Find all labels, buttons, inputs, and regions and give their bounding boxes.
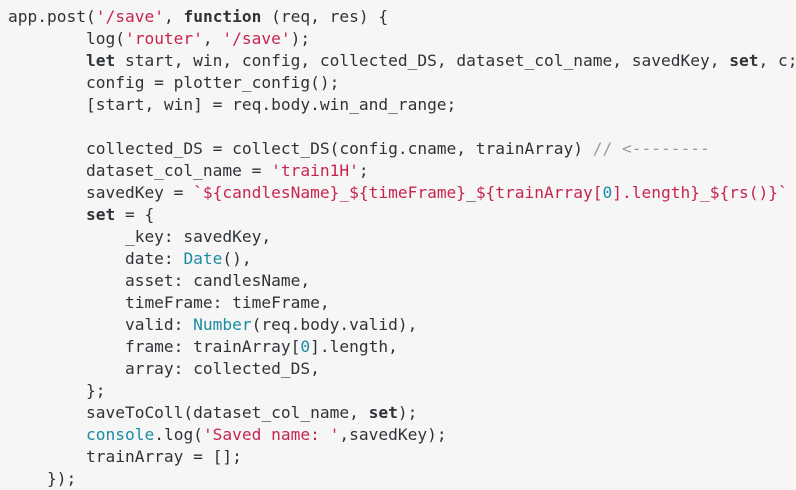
keyword-token: set [85, 205, 116, 224]
builtin-token: Number [193, 315, 252, 334]
code-line: let start, win, config, collected_DS, da… [8, 50, 796, 72]
code-text [8, 425, 86, 444]
code-line: set = { [8, 204, 796, 226]
string-token: 'router' [124, 29, 203, 48]
code-text: start, win, config, collected_DS, datase… [115, 51, 730, 70]
code-line: savedKey = `${candlesName}_${timeFrame}_… [8, 182, 796, 204]
code-text: (req.body.valid), [251, 315, 418, 334]
code-line: log('router', '/save'); [8, 28, 796, 50]
keyword-token: let [85, 51, 116, 70]
code-line: app.post('/save', function (req, res) { [8, 6, 796, 28]
keyword-token: set [729, 51, 759, 70]
code-text: array: collected_DS, [8, 359, 320, 378]
code-text: config = plotter_config(); [8, 73, 340, 92]
string-token: 'Saved name: ' [202, 425, 340, 444]
number-token: 0 [602, 183, 613, 202]
number-token: 0 [300, 337, 311, 356]
code-text: savedKey = [8, 183, 194, 202]
code-text: ); [397, 403, 418, 422]
string-token: ${trainArray[ [475, 183, 603, 202]
code-text: _key: savedKey, [8, 227, 272, 246]
code-block: app.post('/save', function (req, res) { … [8, 7, 796, 488]
code-line: config = plotter_config(); [8, 72, 796, 94]
string-token: '/save' [222, 29, 291, 48]
code-text: ); [290, 29, 311, 48]
code-line: valid: Number(req.body.valid), [8, 314, 796, 336]
code-text: , c; [758, 51, 796, 70]
code-text: dataset_col_name = [8, 161, 272, 180]
code-line: dataset_col_name = 'train1H'; [8, 160, 796, 182]
code-text: (), [222, 249, 252, 268]
keyword-token: set [368, 403, 398, 422]
code-text: , [202, 29, 223, 48]
code-line: frame: trainArray[0].length, [8, 336, 796, 358]
code-text: valid: [8, 315, 194, 334]
code-text [8, 51, 86, 70]
code-line: asset: candlesName, [8, 270, 796, 292]
code-text: frame: trainArray[ [8, 337, 301, 356]
code-line: date: Date(), [8, 248, 796, 270]
code-line [8, 116, 796, 138]
code-text: }; [8, 381, 106, 400]
code-text: ].length, [310, 337, 398, 356]
string-token: `${candlesName}_${timeFrame} [193, 183, 467, 202]
code-text [8, 205, 86, 224]
code-text: log( [8, 29, 125, 48]
code-text: = { [115, 205, 155, 224]
code-line: }); [8, 468, 796, 490]
code-text: timeFrame: timeFrame, [8, 293, 330, 312]
code-line: array: collected_DS, [8, 358, 796, 380]
comment-token: // <-------- [592, 139, 710, 158]
code-text: (req, res) { [261, 7, 389, 26]
builtin-token: console [85, 425, 155, 444]
string-token: ].length}_${rs()}` [612, 183, 788, 202]
code-text: ; [358, 161, 369, 180]
code-line: _key: savedKey, [8, 226, 796, 248]
builtin-token: Date [183, 249, 223, 268]
code-text: }); [8, 469, 77, 488]
code-line: console.log('Saved name: ',savedKey); [8, 424, 796, 446]
code-text: saveToColl(dataset_col_name, [8, 403, 369, 422]
code-text: app.post( [8, 7, 96, 26]
code-text: collected_DS = collect_DS(config.cname, … [8, 139, 593, 158]
code-line: saveToColl(dataset_col_name, set); [8, 402, 796, 424]
code-line: }; [8, 380, 796, 402]
code-text: [start, win] = req.body.win_and_range; [8, 95, 457, 114]
code-listing: app.post('/save', function (req, res) { … [8, 6, 796, 490]
code-text: ,savedKey); [339, 425, 447, 444]
code-line: collected_DS = collect_DS(config.cname, … [8, 138, 796, 160]
code-line: trainArray = []; [8, 446, 796, 468]
code-line: timeFrame: timeFrame, [8, 292, 796, 314]
keyword-token: function [183, 7, 262, 26]
code-text: asset: candlesName, [8, 271, 311, 290]
code-text: , [163, 7, 184, 26]
code-line: [start, win] = req.body.win_and_range; [8, 94, 796, 116]
code-text: date: [8, 249, 184, 268]
string-token: '/save' [95, 7, 164, 26]
code-text: .log( [154, 425, 203, 444]
code-text: trainArray = []; [8, 447, 242, 466]
string-token: 'train1H' [271, 161, 359, 180]
code-text: _ [466, 183, 476, 202]
